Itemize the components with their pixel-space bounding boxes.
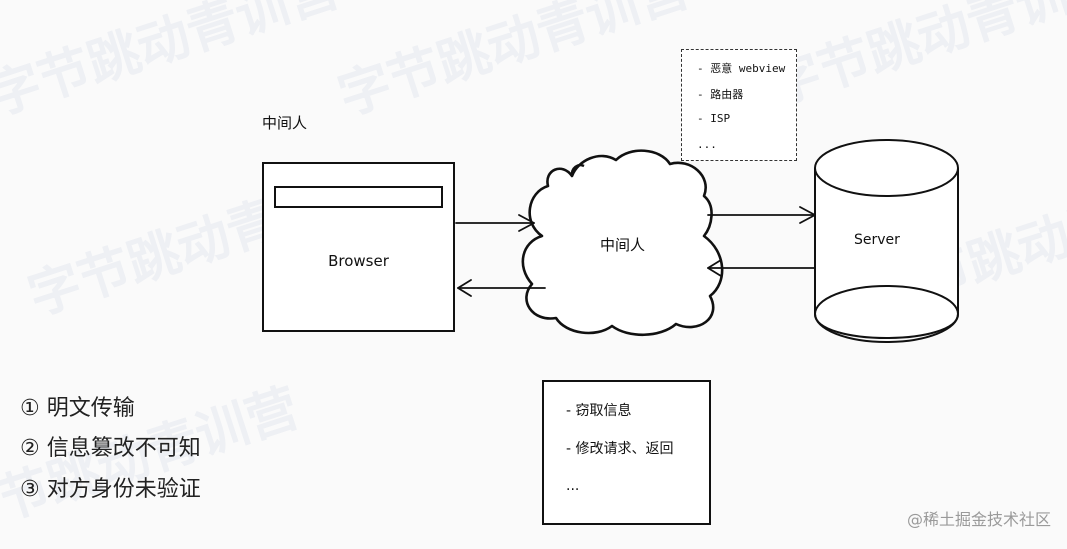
risk-item: - 修改请求、返回 bbox=[566, 441, 674, 457]
attacker-list-box: - 恶意 webview - 路由器 - ISP ... bbox=[681, 49, 797, 161]
risk-list-box: - 窃取信息 - 修改请求、返回 ... bbox=[542, 380, 711, 525]
attacker-item: - 恶意 webview bbox=[697, 62, 786, 75]
risk-item: - 窃取信息 bbox=[566, 403, 632, 419]
arrow-browser-to-mitm bbox=[455, 214, 535, 232]
attacker-item: - ISP bbox=[697, 112, 731, 125]
browser-window: Browser bbox=[262, 162, 455, 332]
cloud-label: 中间人 bbox=[600, 236, 646, 254]
server-label: Server bbox=[854, 232, 900, 248]
browser-label: Browser bbox=[328, 252, 389, 270]
cloud-shape bbox=[521, 149, 724, 337]
source-credit: @稀土掘金技术社区 bbox=[906, 510, 1051, 529]
attacker-item: - 路由器 bbox=[697, 88, 744, 101]
point-tamper: ② 信息篡改不可知 bbox=[20, 436, 201, 461]
attacker-item: ... bbox=[697, 138, 717, 151]
arrow-mitm-to-server bbox=[707, 206, 816, 224]
risk-item: ... bbox=[566, 478, 580, 494]
point-plaintext: ① 明文传输 bbox=[20, 396, 135, 421]
cloud-curl bbox=[570, 163, 585, 177]
mitm-heading: 中间人 bbox=[262, 114, 308, 132]
server-cylinder bbox=[814, 139, 959, 343]
arrow-server-to-mitm bbox=[707, 259, 816, 277]
browser-address-bar bbox=[274, 186, 443, 208]
arrow-mitm-to-browser bbox=[457, 279, 546, 297]
point-identity: ③ 对方身份未验证 bbox=[20, 477, 201, 502]
